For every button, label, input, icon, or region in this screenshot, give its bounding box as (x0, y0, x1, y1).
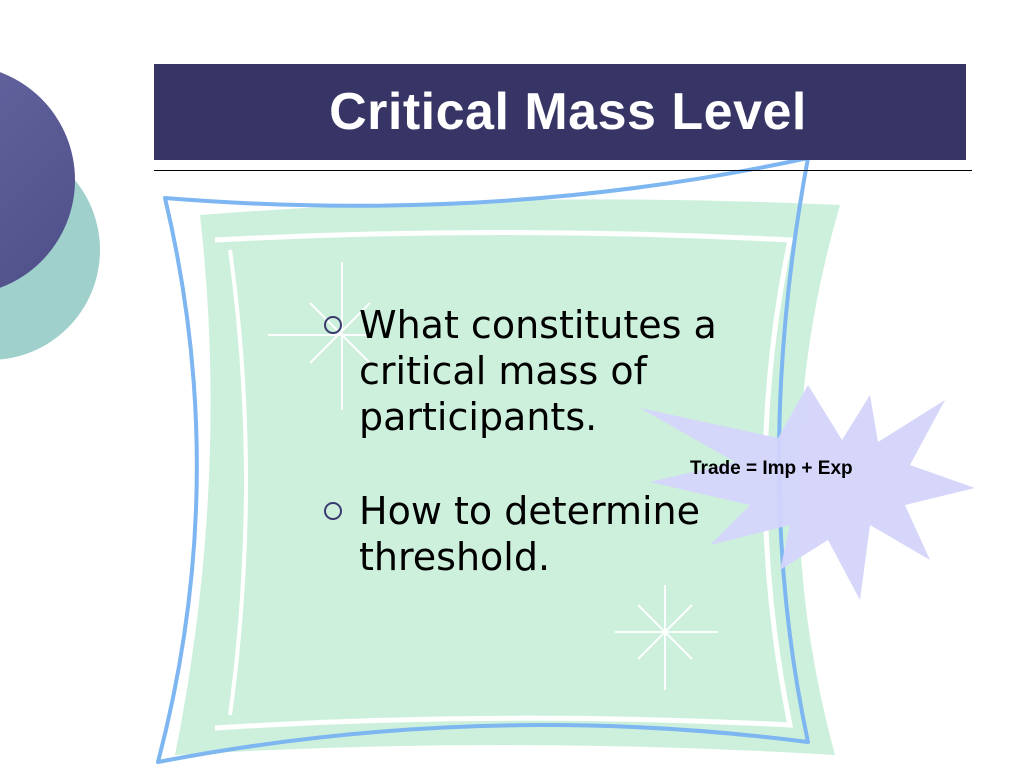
title-bar: Critical Mass Level (154, 64, 966, 160)
hollow-circle-bullet-icon (324, 316, 342, 334)
bullet-list: What constitutes a critical mass of part… (322, 302, 762, 628)
bullet-item: How to determine threshold. (322, 488, 762, 580)
title-divider (154, 170, 972, 171)
hollow-circle-bullet-icon (324, 502, 342, 520)
sparkle-decoration (615, 585, 718, 690)
frame-inner-highlight-left (228, 249, 248, 716)
sparkle-decoration (268, 262, 371, 410)
bullet-item: What constitutes a critical mass of part… (322, 302, 762, 440)
bullet-text: What constitutes a critical mass of part… (359, 303, 717, 439)
bullet-text: How to determine threshold. (359, 489, 700, 579)
slide-title: Critical Mass Level (329, 83, 807, 141)
starburst-callout-text: Trade = Imp + Exp (690, 458, 853, 479)
purple-circle-decoration (0, 72, 75, 288)
starburst-callout-shape (640, 385, 975, 600)
frame-outline (156, 156, 810, 764)
